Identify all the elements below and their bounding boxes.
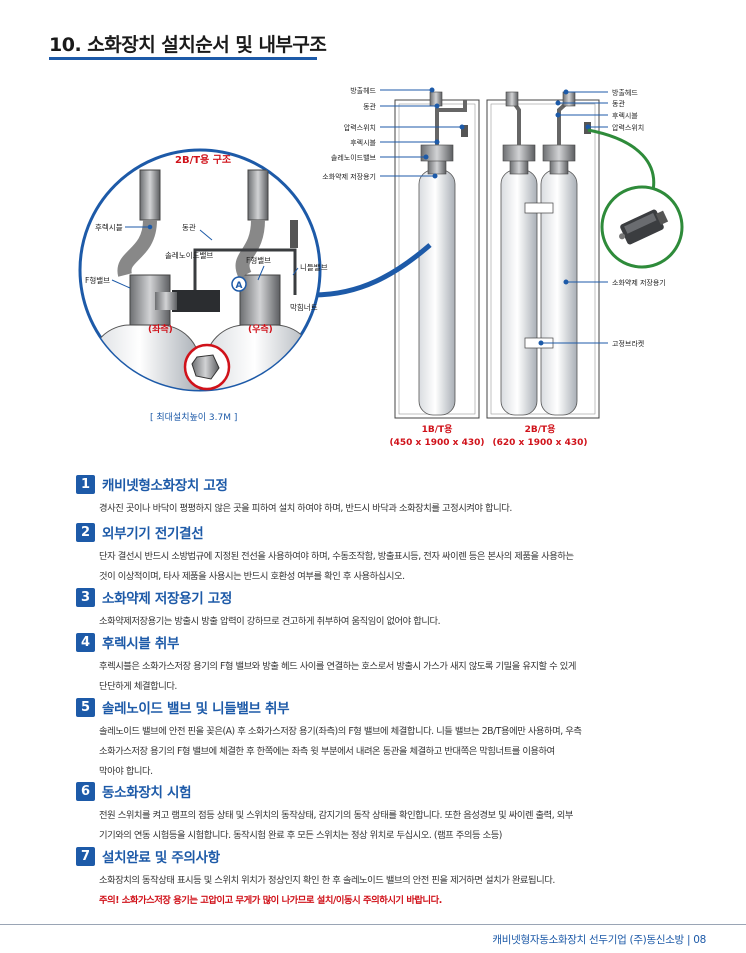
step-text: 전원 스위치를 켜고 램프의 점등 상태 및 스위치의 동작상태, 감지기의 동… xyxy=(99,806,716,826)
a-marker: A xyxy=(236,281,243,291)
step-number: 3 xyxy=(76,588,95,607)
caption-2bt-name: 2B/T용 xyxy=(525,424,556,435)
inset-label-left: (좌측) xyxy=(148,323,173,335)
label-solenoid-left: 솔레노이드밸브 xyxy=(331,153,377,162)
inset-label-fvalve: F형밸브 xyxy=(246,256,271,265)
label-copper-pipe-right: 동관 xyxy=(612,99,625,108)
step-1: 1 캐비넷형소화장치 고정 경사진 곳이나 바닥이 평평하지 않은 곳을 피하여 … xyxy=(76,474,716,519)
step-number: 7 xyxy=(76,847,95,866)
step-title: 캐비넷형소화장치 고정 xyxy=(102,474,228,494)
step-text: 소화가스저장 용기의 F형 밸브에 체결한 후 한쪽에는 좌측 윗 부분에서 내… xyxy=(99,742,716,762)
step-4: 4 후렉시블 취부 후렉시블은 소화가스저장 용기의 F형 밸브와 방출 헤드 사… xyxy=(76,632,716,697)
step-text: 후렉시블은 소화가스저장 용기의 F형 밸브와 방출 헤드 사이를 연결하는 호… xyxy=(99,657,716,677)
label-pressure-switch-right: 압력스위치 xyxy=(612,123,644,132)
step-text: 솔레노이드 밸브에 안전 핀을 꽂은(A) 후 소화가스저장 용기(좌측)의 F… xyxy=(99,722,716,742)
footer-divider xyxy=(0,924,746,925)
inset-label-right: (우측) xyxy=(248,323,273,335)
caption-1bt-size: (450 x 1900 x 430) xyxy=(390,438,485,448)
step-text: 것이 이상적이며, 타사 제품을 사용시는 반드시 호환성 여부를 확인 후 사… xyxy=(99,567,716,587)
inset-title: 2B/T용 구조 xyxy=(175,154,231,166)
step-title: 솔레노이드 밸브 및 니들밸브 취부 xyxy=(102,697,289,717)
step-text: 경사진 곳이나 바닥이 평평하지 않은 곳을 피하여 설치 하여야 하며, 반드… xyxy=(99,499,716,519)
page-title: 10. 소화장치 설치순서 및 내부구조 xyxy=(49,30,326,57)
installation-diagram: 방출헤드 동관 압력스위치 후렉시블 솔레노이드밸브 소화약제 저장용기 방출헤… xyxy=(0,70,746,470)
title-underline xyxy=(49,57,317,60)
step-title: 소화약제 저장용기 고정 xyxy=(102,587,232,607)
label-container-left: 소화약제 저장용기 xyxy=(322,172,376,181)
step-text: 단자 결선시 반드시 소방법규에 지정된 전선을 사용하여야 하며, 수동조작함… xyxy=(99,547,716,567)
step-number: 1 xyxy=(76,475,95,494)
step-text: 막아야 합니다. xyxy=(99,762,716,782)
inset-label-plug-nut: 막힘너트 xyxy=(290,302,318,312)
step-title: 설치완료 및 주의사항 xyxy=(102,846,220,866)
step-text: 기기와의 연동 시험등을 시험합니다. 동작시험 완료 후 모든 스위치는 정상… xyxy=(99,826,716,846)
step-number: 4 xyxy=(76,633,95,652)
inset-label-copper: 동관 xyxy=(182,222,196,232)
inset-label-needle: 니들밸브 xyxy=(300,263,328,272)
step-title: 동소화장치 시험 xyxy=(102,781,191,801)
caption-2bt-size: (620 x 1900 x 430) xyxy=(493,438,588,448)
label-bracket-right: 고정브라켓 xyxy=(612,339,645,348)
step-number: 6 xyxy=(76,782,95,801)
step-number: 2 xyxy=(76,523,95,542)
step-text: 소화장치의 동작상태 표시등 및 스위치 위치가 정상인지 확인 한 후 솔레노… xyxy=(99,871,716,891)
cabinet-2bt xyxy=(487,92,599,418)
label-flexible-left: 후렉시블 xyxy=(350,138,376,147)
step-5: 5 솔레노이드 밸브 및 니들밸브 취부 솔레노이드 밸브에 안전 핀을 꽂은(A… xyxy=(76,697,716,782)
step-2: 2 외부기기 전기결선 단자 결선시 반드시 소방법규에 지정된 전선을 사용하여… xyxy=(76,522,716,587)
step-text: 소화약제저장용기는 방출시 방출 압력이 강하므로 견고하게 취부하여 움직임이… xyxy=(99,612,716,632)
inset-label-solenoid: 솔레노이드밸브 xyxy=(165,250,213,260)
inset-label-flexible: 후렉시블 xyxy=(95,222,123,232)
page-footer: 캐비넷형자동소화장치 선두기업 (주)동신소방 | 08 xyxy=(492,932,706,947)
caption-1bt-name: 1B/T용 xyxy=(422,424,453,435)
label-flexible-right: 후렉시블 xyxy=(612,111,638,120)
label-pressure-switch-left: 압력스위치 xyxy=(344,123,376,132)
max-height-note: [ 최대설치높이 3.7M ] xyxy=(150,411,237,423)
label-copper-pipe-left: 동관 xyxy=(363,102,376,111)
label-container-right: 소화약제 저장용기 xyxy=(612,278,666,287)
step-title: 후렉시블 취부 xyxy=(102,632,179,652)
inset-label-fvalve-left: F형밸브 xyxy=(85,276,110,285)
step-7: 7 설치완료 및 주의사항 소화장치의 동작상태 표시등 및 스위치 위치가 정상… xyxy=(76,846,716,911)
step-title: 외부기기 전기결선 xyxy=(102,522,203,542)
warning-text: 주의! 소화가스저장 용기는 고압이고 무게가 많이 나가므로 설치/이동시 주… xyxy=(99,891,716,911)
step-text: 단단하게 체결합니다. xyxy=(99,677,716,697)
label-discharge-head-left: 방출헤드 xyxy=(350,86,376,95)
step-3: 3 소화약제 저장용기 고정 소화약제저장용기는 방출시 방출 압력이 강하므로 … xyxy=(76,587,716,632)
step-6: 6 동소화장치 시험 전원 스위치를 켜고 램프의 점등 상태 및 스위치의 동작… xyxy=(76,781,716,846)
step-number: 5 xyxy=(76,698,95,717)
label-discharge-head-right: 방출헤드 xyxy=(612,88,638,97)
